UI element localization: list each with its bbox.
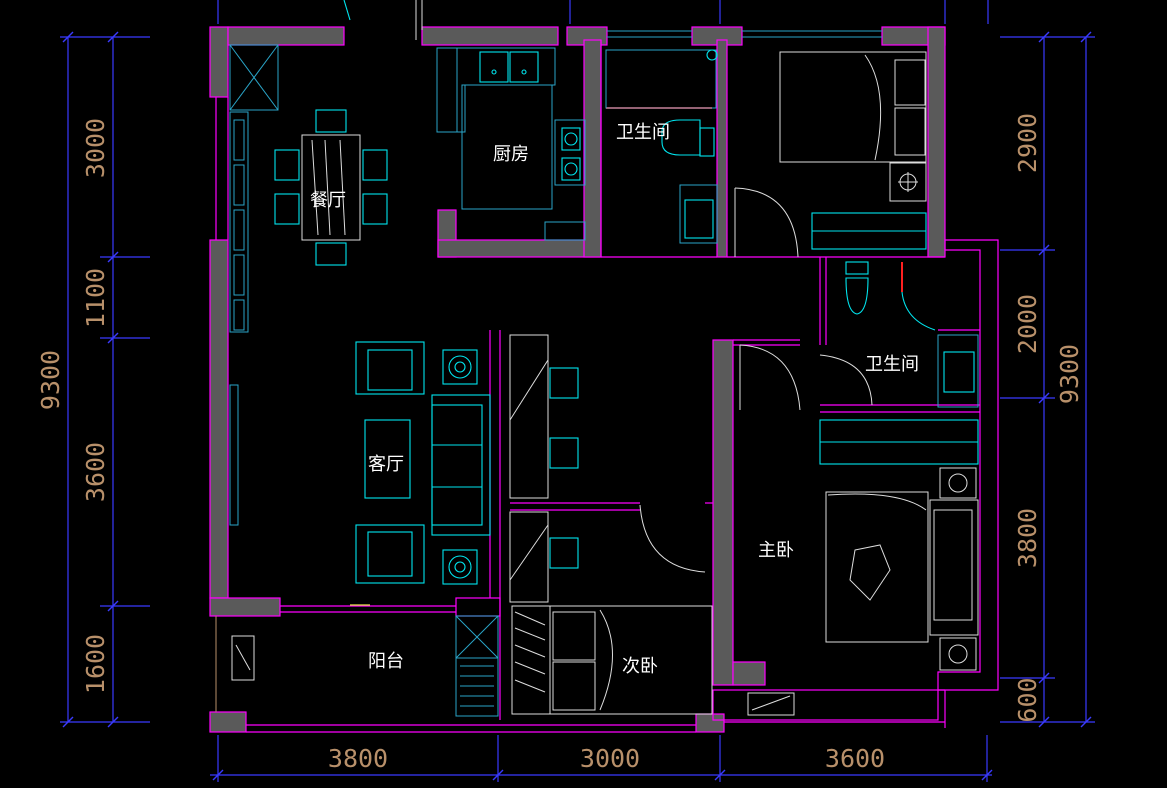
walls [209,0,999,733]
room-label-bathroom-right: 卫生间 [865,354,919,375]
dim-right-2000: 2000 [1013,294,1042,354]
dim-left-1100: 1100 [81,268,110,328]
room-label-balcony: 阳台 [368,651,404,672]
room-label-second-bedroom: 次卧 [622,656,658,677]
dim-bottom-3600: 3600 [825,744,885,773]
dim-right-600: 600 [1013,677,1042,722]
dim-left-3600: 3600 [81,442,110,502]
dim-bottom-3800: 3800 [328,744,388,773]
dim-left-1600: 1600 [81,634,110,694]
bathroom-top-area: 卫生间 [605,49,718,244]
bathroom-right-area: 卫生间 [739,261,979,411]
dim-right-3800: 3800 [1013,508,1042,568]
dim-bottom-3000: 3000 [580,744,640,773]
balcony-area: 阳台 [215,615,795,717]
dim-right-total: 9300 [1055,344,1084,404]
dining-area: 餐厅 [229,44,388,333]
dimension-labels: 3000 1100 3600 1600 9300 2900 2000 3800 … [36,113,1084,773]
kitchen-area: 厨房 [436,47,586,241]
room-label-dining: 餐厅 [310,190,346,211]
desk-area [509,334,706,603]
dim-left-total: 9300 [36,350,65,410]
room-label-living: 客厅 [368,454,404,475]
bedroom-top-area [734,51,927,258]
dimension-lines [60,0,1095,782]
second-bedroom-area: 次卧 [511,605,713,715]
master-bedroom-area: 主卧 [758,419,979,671]
dim-right-2900: 2900 [1013,113,1042,173]
dim-left-3000: 3000 [81,118,110,178]
room-label-bathroom-top: 卫生间 [616,122,670,143]
living-area: 客厅 [229,341,491,606]
room-label-kitchen: 厨房 [493,144,529,165]
room-label-master-bedroom: 主卧 [758,540,794,561]
